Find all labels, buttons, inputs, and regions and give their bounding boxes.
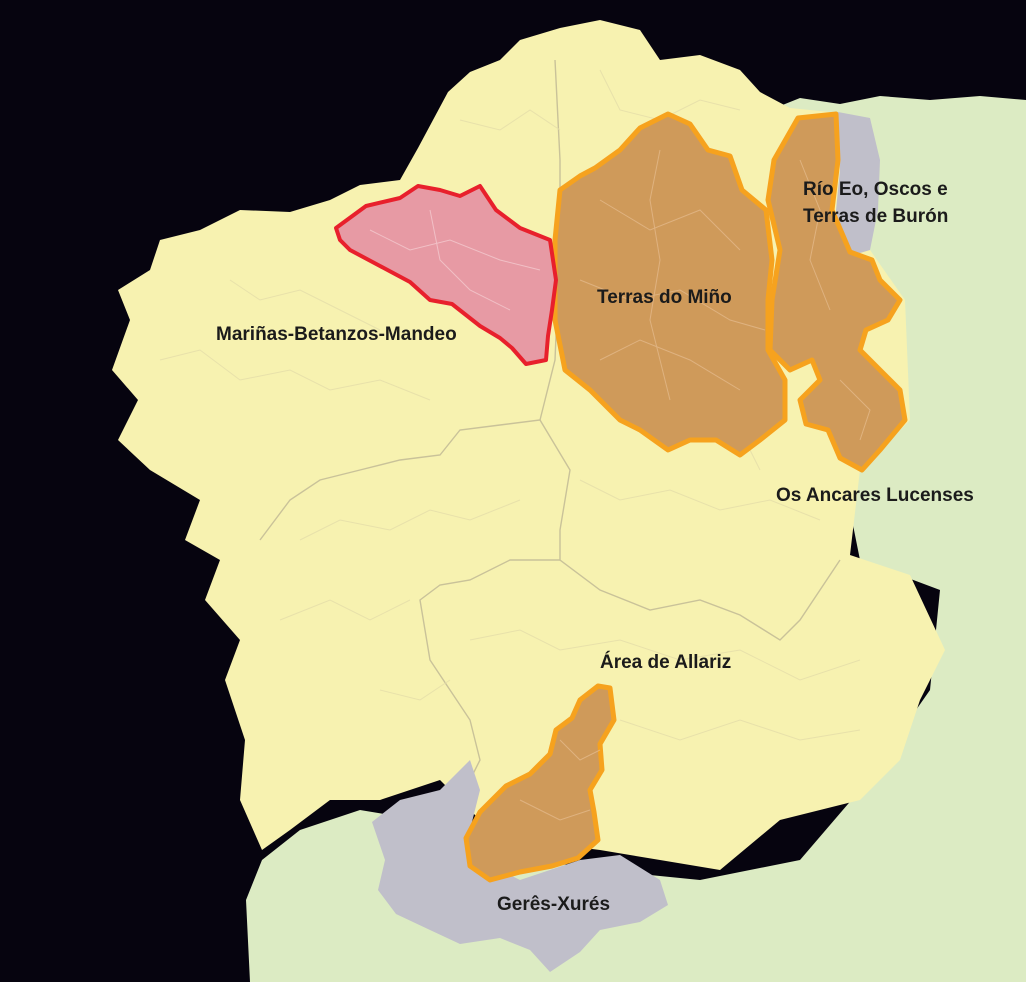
- label-area-de-allariz: Área de Allariz: [600, 651, 731, 673]
- label-os-ancares-lucenses: Os Ancares Lucenses: [776, 485, 974, 506]
- reserve-internal-boundaries: [519, 149, 871, 821]
- label-rio-eo-line1: Río Eo, Oscos e: [803, 179, 948, 200]
- label-geres-xures: Gerês-Xurés: [497, 894, 610, 915]
- neighbor-land: [246, 96, 1026, 982]
- reserve-geres-xures: [372, 760, 668, 972]
- reserve-rio-eo-asturias: [835, 112, 880, 256]
- reserve-ancares-rio-eo: [765, 111, 908, 473]
- label-terras-do-mino: Terras do Miño: [597, 287, 732, 308]
- reserve-marinas-betanzos-mandeo: [334, 184, 558, 366]
- label-marinas-betanzos-mandeo: Mariñas-Betanzos-Mandeo: [216, 324, 457, 345]
- label-rio-eo-line2: Terras de Burón: [803, 206, 948, 227]
- reserve-internal-boundaries-red: [369, 209, 541, 311]
- reserve-area-de-allariz: [463, 683, 617, 883]
- reserve-terras-do-mino: [552, 111, 788, 458]
